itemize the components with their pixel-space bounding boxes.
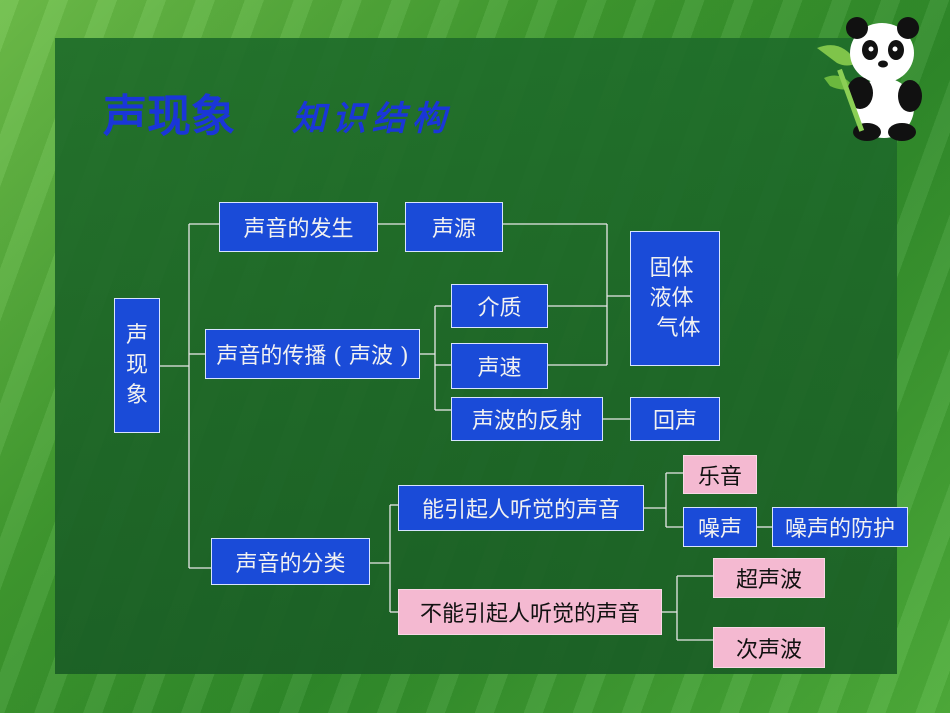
panda-ear [897, 17, 919, 39]
node-speed: 声速 [451, 343, 548, 389]
panda-arm [898, 80, 922, 112]
panda-head [850, 23, 914, 83]
node-inaudible: 不能引起人听觉的声音 [398, 589, 662, 635]
node-ultrasound: 超声波 [713, 558, 825, 598]
panda-illustration [817, 17, 922, 141]
panda-ear [846, 17, 868, 39]
bamboo-leaf [817, 45, 857, 66]
node-audible: 能引起人听觉的声音 [398, 485, 644, 531]
node-propagation: 声音的传播 ( 声波 ) [205, 329, 420, 379]
node-noise-control: 噪声的防护 [772, 507, 908, 547]
node-medium: 介质 [451, 284, 548, 328]
panda-leg [888, 123, 916, 141]
page-subtitle: 知识结构 [292, 99, 452, 139]
node-generation: 声音的发生 [219, 202, 378, 252]
node-noise: 噪声 [683, 507, 757, 547]
node-classification: 声音的分类 [211, 538, 370, 585]
node-echo: 回声 [630, 397, 720, 441]
node-infrasound: 次声波 [713, 627, 825, 668]
node-source: 声源 [405, 202, 503, 252]
bamboo-stalk [837, 68, 865, 132]
node-media: 固体 液体 气体 [630, 231, 720, 366]
node-root: 声 现 象 [114, 298, 160, 433]
node-music: 乐音 [683, 455, 757, 494]
node-reflection: 声波的反射 [451, 397, 603, 441]
panda-nose [878, 60, 888, 68]
page-title: 声现象 [103, 91, 235, 142]
